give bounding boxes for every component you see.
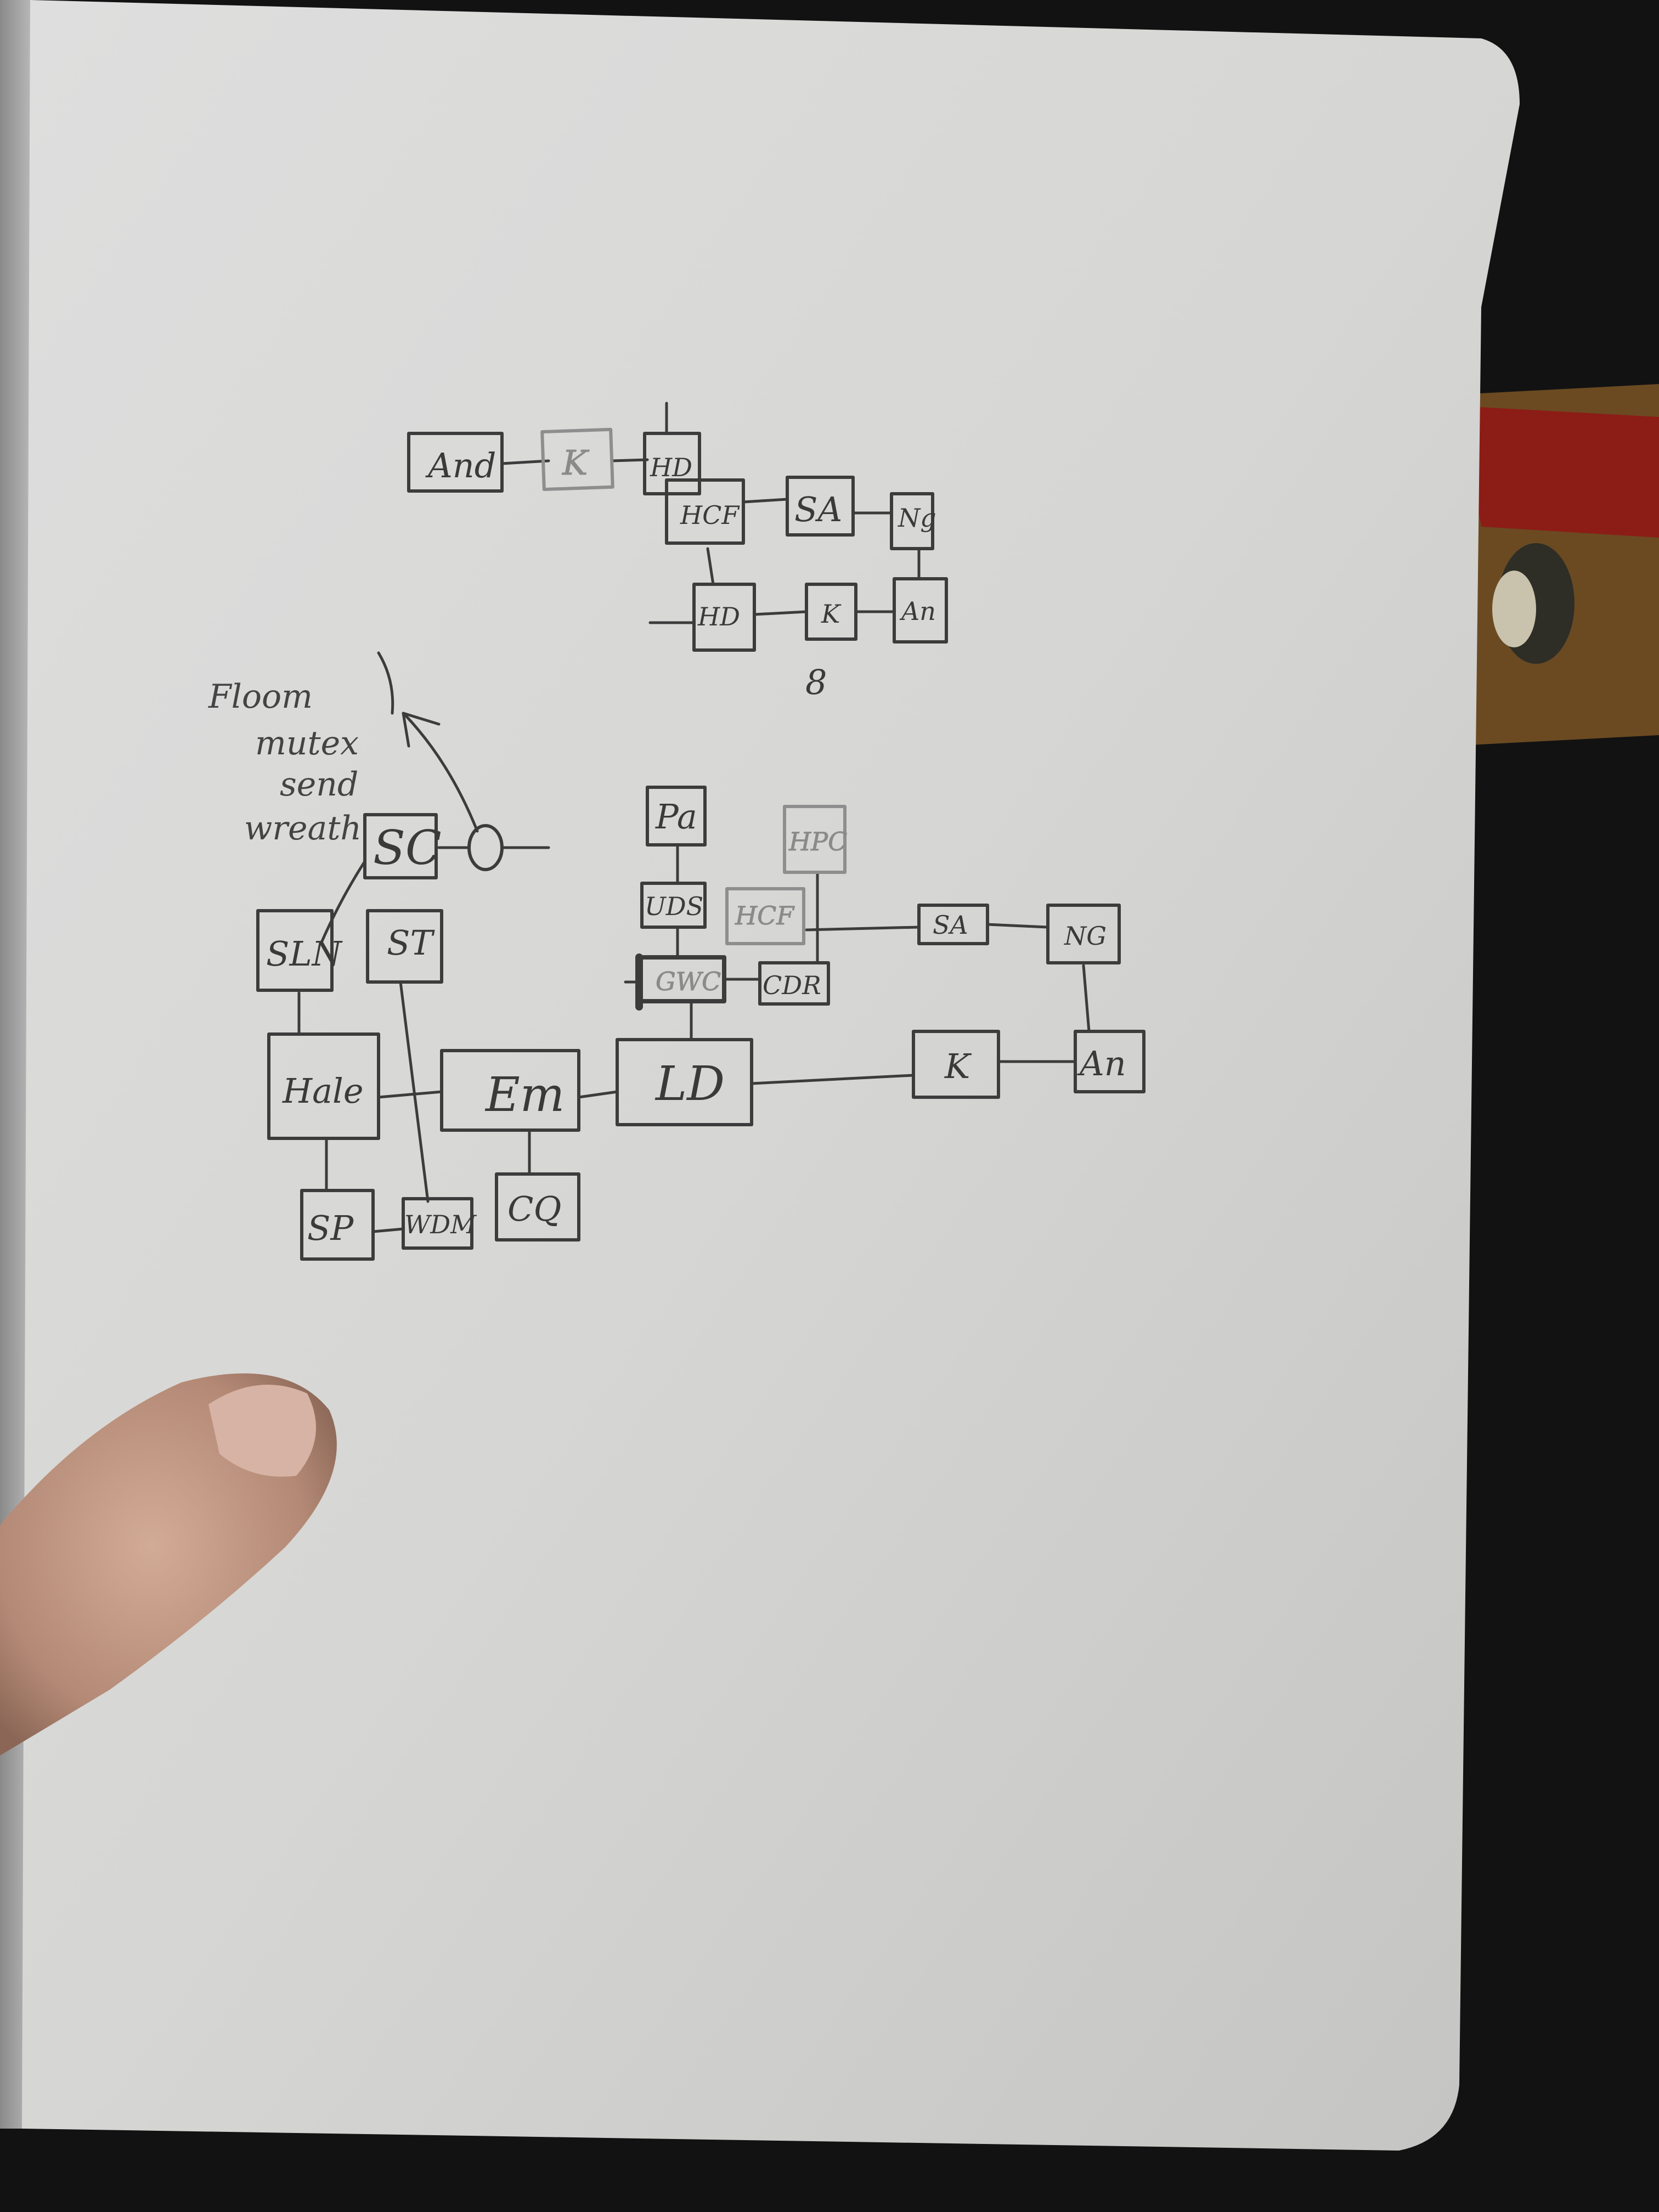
node-sp-label: SP (307, 1208, 354, 1248)
node-cdr-label: CDR (763, 970, 821, 1000)
node-em-label: Em (484, 1068, 565, 1122)
node-sc-label: SC (373, 821, 442, 876)
node-hpc-label: HPC (788, 827, 847, 856)
node-pa-label: Pa (655, 797, 697, 837)
node-sa-label: SA (933, 910, 968, 940)
node-wdm: WDM (402, 1197, 477, 1250)
node-sa-top-label: SA (794, 489, 842, 529)
node-hcf-label: HCF (680, 500, 740, 530)
node-hd2-label: HD (697, 602, 740, 631)
node-wdm-label: WDM (404, 1210, 477, 1239)
node-hd2: HD (692, 583, 756, 652)
node-ng-top: Ng (890, 492, 936, 550)
wire-em-ld (577, 1090, 619, 1099)
node-an-label: An (1077, 1043, 1126, 1084)
node-hd1: HD (643, 432, 701, 495)
curved-arrow (404, 714, 479, 833)
wire-hale-em (377, 1090, 443, 1099)
node-k-label: K (944, 1046, 972, 1086)
wire-hcf-sa (805, 926, 921, 932)
node-ng-top-label: Ng (898, 503, 936, 533)
thumbnail-nail (208, 1385, 316, 1477)
node-k2: K (805, 583, 857, 641)
node-cdr: CDR (758, 961, 830, 1006)
wire-sc-sln (319, 860, 366, 945)
fabric-leaf-light (1492, 571, 1536, 647)
bottom-diagram: Floom mutex send wreath (208, 651, 1146, 1261)
node-k1-label: K (562, 443, 590, 483)
paper-sheet (22, 0, 1520, 2151)
note-line-1: Floom (208, 678, 313, 716)
wire-hcf-hd2 (706, 547, 715, 586)
fabric-red (1459, 406, 1659, 538)
wire-ng-an (1082, 964, 1091, 1033)
node-hpc: HPC (783, 805, 848, 874)
wire-and-k (500, 459, 550, 465)
node-an-top-label: An (899, 596, 936, 626)
node-hale: Hale (267, 1032, 380, 1140)
top-diagram: And K HD HCF SA Ng HD K (407, 402, 948, 702)
node-ng-label: NG (1064, 921, 1107, 951)
node-gwc-label: GWC (656, 967, 721, 996)
node-uds: UDS (640, 882, 707, 929)
node-uds-label: UDS (645, 891, 703, 921)
node-gwc: GWC (635, 953, 726, 1011)
node-ld-label: LD (654, 1057, 725, 1111)
wire-sp-wdm (371, 1227, 405, 1233)
node-sc: SC (363, 813, 442, 879)
node-ld: LD (616, 1038, 753, 1126)
node-sln-label: SLN (266, 934, 343, 974)
node-k: K (912, 1030, 1000, 1099)
node-k2-label: K (821, 599, 842, 629)
node-pa: Pa (646, 786, 707, 847)
wire-k-hd (610, 458, 649, 462)
wire-st-wdm (399, 980, 430, 1203)
node-an-top: An (893, 577, 948, 644)
node-and: And (407, 432, 504, 493)
node-st: ST (366, 909, 443, 984)
arrow-top-stroke (377, 651, 394, 715)
node-and-label: And (425, 445, 496, 486)
node-sa-top: SA (786, 476, 855, 537)
node-sa: SA (917, 904, 989, 945)
top-mark: 8 (805, 662, 827, 702)
node-cq: CQ (495, 1172, 580, 1242)
node-hcf: HCF (725, 887, 805, 945)
node-hale-label: Hale (282, 1071, 364, 1111)
node-cq-label: CQ (507, 1189, 561, 1229)
wire-hd2-k (753, 610, 808, 616)
node-sp: SP (300, 1189, 375, 1261)
note-line-4: wreath (244, 809, 362, 848)
node-em: Em (440, 1049, 580, 1132)
node-hcf: HCF (665, 478, 745, 545)
node-ng: NG (1046, 904, 1121, 964)
note-line-3: send (280, 765, 358, 804)
node-sln: SLN (256, 909, 343, 992)
handwritten-note: Floom mutex send wreath (208, 678, 362, 848)
wire-ld-k (750, 1074, 915, 1085)
node-hd1-label: HD (650, 453, 692, 482)
arrow-head (402, 712, 441, 748)
note-line-2: mutex (255, 724, 359, 763)
node-st-label: ST (387, 923, 435, 963)
node-hcf-label: HCF (735, 901, 795, 930)
wire-sa-ng (986, 923, 1049, 929)
wire-hcf-sa (742, 498, 789, 504)
node-k1: K (540, 427, 614, 492)
node-an: An (1074, 1030, 1146, 1093)
